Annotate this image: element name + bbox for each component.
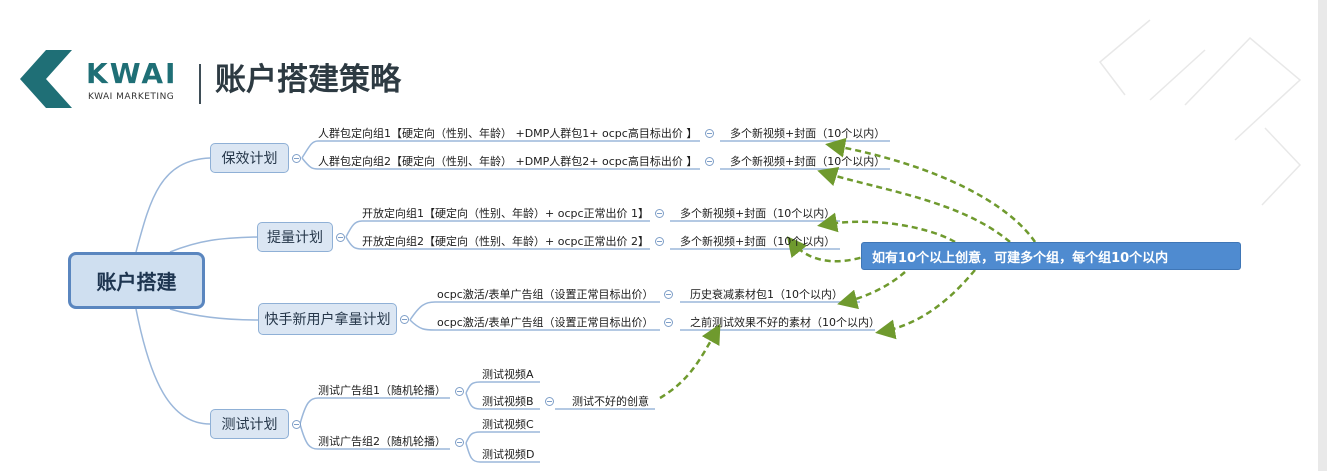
branch-test-plan: 测试计划: [210, 409, 289, 439]
logo-wordmark: KWAI: [86, 57, 178, 90]
group-label: ocpc激活/表单广告组（设置正常目标出价）: [437, 316, 654, 329]
collapse-icon[interactable]: [545, 397, 554, 406]
collapse-icon[interactable]: [664, 290, 673, 299]
item-label: 多个新视频+封面（10个以内）: [730, 127, 886, 140]
item-label: 历史衰减素材包1（10个以内）: [690, 288, 843, 301]
group-label: 人群包定向组2【硬定向（性别、年龄） +DMP人群包2+ ocpc高目标出价 】: [318, 155, 698, 168]
collapse-icon[interactable]: [664, 318, 673, 327]
video-label: 测试视频C: [482, 418, 534, 431]
branch-new-user-plan: 快手新用户拿量计划: [258, 303, 397, 335]
collapse-icon[interactable]: [705, 129, 714, 138]
video-label: 测试视频B: [482, 395, 534, 408]
group-label: 人群包定向组1【硬定向（性别、年龄） +DMP人群包1+ ocpc高目标出价 】: [318, 127, 698, 140]
group-label: ocpc激活/表单广告组（设置正常目标出价）: [437, 288, 654, 301]
group-label: 开放定向组1【硬定向（性别、年龄）+ ocpc正常出价 1】: [362, 207, 650, 220]
group-label: 测试广告组2（随机轮播）: [318, 435, 446, 448]
group-label: 测试广告组1（随机轮播）: [318, 384, 446, 397]
video-label: 测试视频D: [482, 448, 535, 461]
collapse-icon[interactable]: [336, 233, 345, 242]
logo-subtitle: KWAI MARKETING: [88, 92, 175, 102]
branch-baoxiao-plan: 保效计划: [210, 143, 289, 173]
collapse-icon[interactable]: [655, 209, 664, 218]
branch-tiliang-plan: 提量计划: [257, 222, 333, 252]
callout-box: 如有10个以上创意，可建多个组，每个组10个以内: [861, 242, 1241, 270]
item-label: 多个新视频+封面（10个以内）: [680, 235, 836, 248]
item-label: 多个新视频+封面（10个以内）: [680, 207, 836, 220]
collapse-icon[interactable]: [655, 237, 664, 246]
collapse-icon[interactable]: [292, 420, 301, 429]
group-label: 开放定向组2【硬定向（性别、年龄）+ ocpc正常出价 2】: [362, 235, 650, 248]
bad-creative-label: 测试不好的创意: [572, 395, 649, 408]
item-label: 多个新视频+封面（10个以内）: [730, 155, 886, 168]
collapse-icon[interactable]: [292, 154, 301, 163]
item-label: 之前测试效果不好的素材（10个以内）: [690, 316, 880, 329]
page-title: 账户搭建策略: [215, 62, 401, 98]
collapse-icon[interactable]: [705, 157, 714, 166]
root-node: 账户搭建: [68, 252, 205, 309]
title-divider: [199, 64, 201, 104]
collapse-icon[interactable]: [400, 315, 409, 324]
collapse-icon[interactable]: [455, 438, 464, 447]
kwai-logo-icon: [20, 50, 72, 108]
collapse-icon[interactable]: [455, 387, 464, 396]
video-label: 测试视频A: [482, 368, 534, 381]
